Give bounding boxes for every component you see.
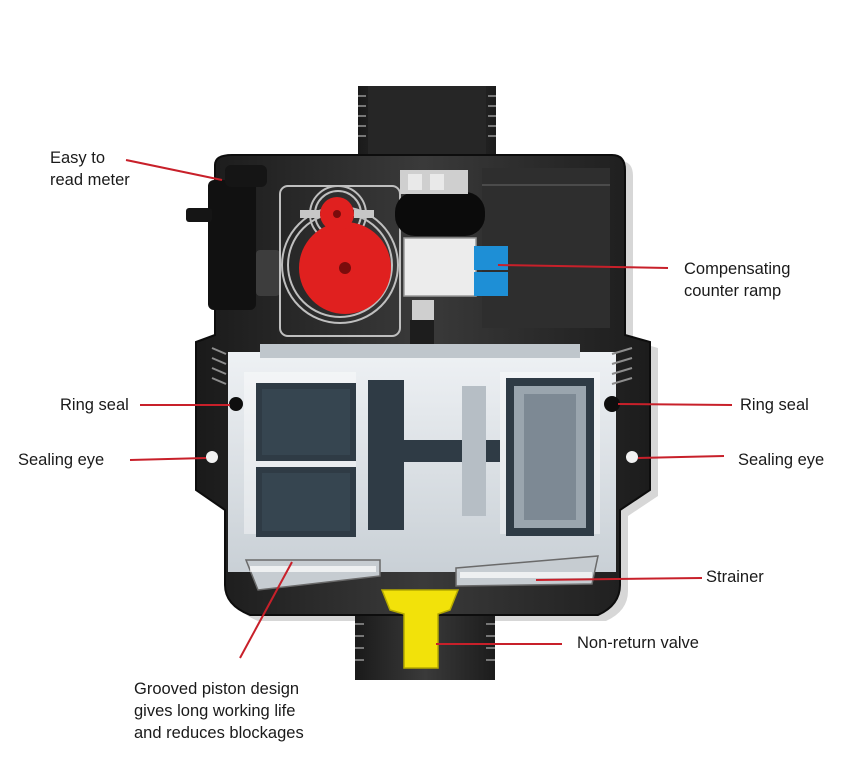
- sealing-eye-left-hole: [206, 451, 218, 463]
- sealing-eye-right-hole: [626, 451, 638, 463]
- leader-meter: [125, 159, 223, 181]
- label-easy-to-read-meter: Easy to read meter: [50, 149, 130, 189]
- red-dial-gears: [299, 197, 391, 314]
- blue-ramp-block-bottom: [474, 272, 508, 296]
- label-sealing-eye-right: Sealing eye: [738, 451, 825, 469]
- label-non-return-valve: Non-return valve: [577, 634, 699, 652]
- label-grooved-piston: Grooved piston design gives long working…: [134, 680, 304, 742]
- label-strainer: Strainer: [706, 568, 764, 586]
- drive-cylinder: [395, 170, 485, 236]
- leader-strainer: [535, 577, 703, 581]
- ring-seal-left-dot: [229, 397, 243, 411]
- non-return-valve: [380, 589, 460, 669]
- leader-piston: [239, 561, 293, 659]
- label-ring-seal-right: Ring seal: [740, 396, 809, 414]
- label-compensating-counter-ramp: Compensating counter ramp: [684, 260, 791, 300]
- blue-ramp-block-top: [474, 246, 508, 270]
- leader-ramp: [497, 264, 669, 269]
- thread-ridges: [211, 347, 633, 385]
- leader-sealing-eye-right: [637, 455, 725, 459]
- inlet-pipe: [358, 86, 496, 166]
- inlet-pipe-threads: [358, 95, 496, 137]
- counter-ramp-assembly: [403, 237, 508, 320]
- meter-housing: [186, 165, 280, 310]
- leader-lines: [125, 159, 733, 659]
- leader-sealing-eye-left: [129, 457, 207, 461]
- strainer: [244, 555, 599, 591]
- piston: [256, 378, 594, 537]
- ring-seal-right-dot: [604, 396, 620, 412]
- label-ring-seal-left: Ring seal: [60, 396, 129, 414]
- label-sealing-eye-left: Sealing eye: [18, 451, 105, 469]
- leader-ring-seal-right: [617, 403, 733, 406]
